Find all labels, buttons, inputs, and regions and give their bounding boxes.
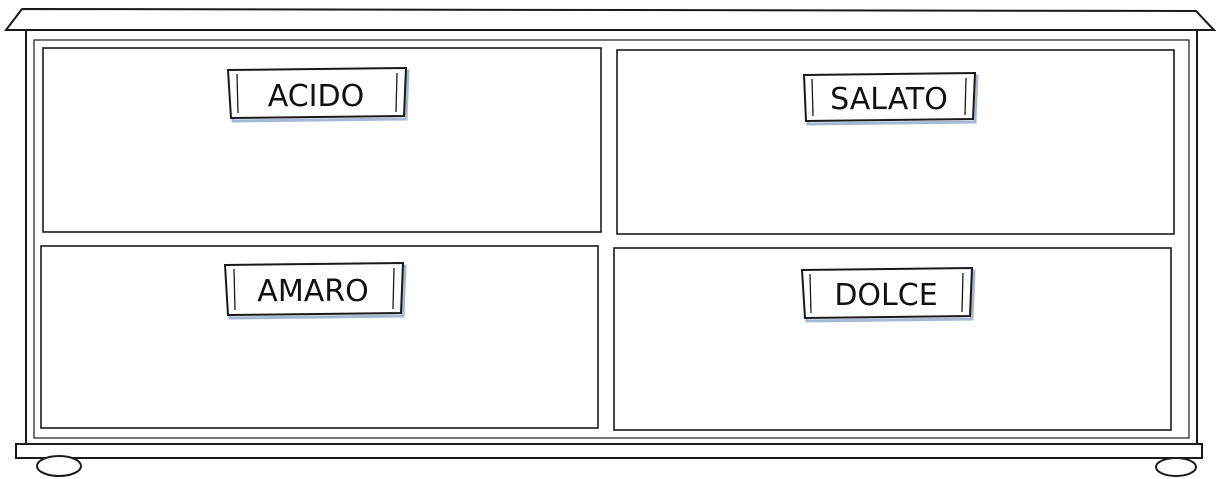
drawer-dolce: DOLCE xyxy=(614,248,1171,430)
drawer-label-amaro: AMARO xyxy=(225,263,405,318)
drawer-label-acido-text: ACIDO xyxy=(268,79,365,114)
cabinet-foot-left xyxy=(37,456,81,476)
drawer-label-dolce: DOLCE xyxy=(802,268,974,321)
drawer-acido: ACIDO xyxy=(43,48,601,232)
cabinet-foot-right xyxy=(1156,458,1196,476)
drawer-label-salato: SALATO xyxy=(804,73,977,124)
drawer-salato: SALATO xyxy=(617,50,1174,234)
cabinet-top xyxy=(6,9,1214,30)
cabinet-base xyxy=(16,444,1202,458)
drawer-label-dolce-text: DOLCE xyxy=(834,278,937,313)
drawer-label-acido: ACIDO xyxy=(228,68,408,121)
drawer-label-salato-text: SALATO xyxy=(830,82,948,117)
drawer-amaro: AMARO xyxy=(41,246,598,428)
drawer-label-amaro-text: AMARO xyxy=(257,274,368,309)
